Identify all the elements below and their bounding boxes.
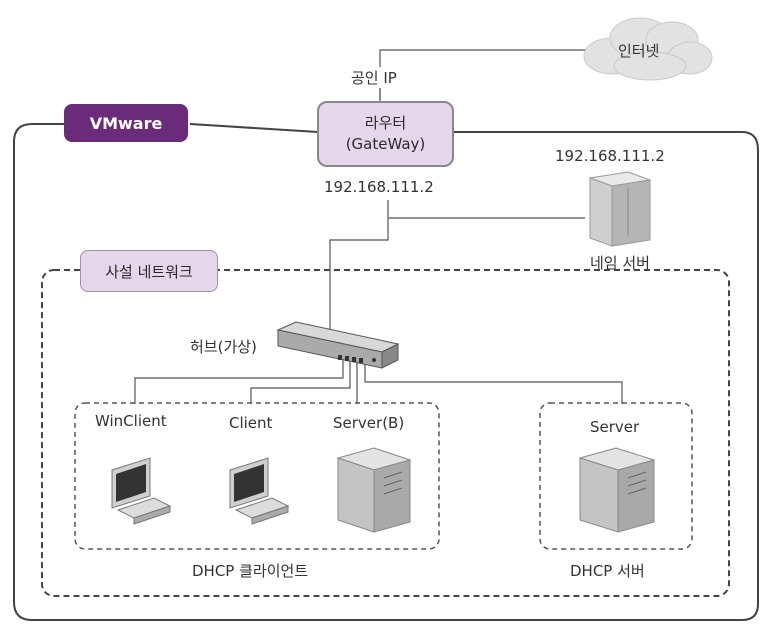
vmware-label-text: VMware [89, 113, 163, 133]
dhcp-server-group [539, 402, 693, 550]
dhcp-server-host-label: Server [590, 418, 640, 436]
private-network-label: 사설 네트워크 [80, 250, 218, 292]
private-network-boundary [41, 269, 730, 597]
client-label: Client [229, 414, 273, 432]
router-label: 라우터 [364, 114, 407, 132]
vmware-boundary [13, 123, 759, 621]
dhcp-clients-label: DHCP 클라이언트 [192, 562, 309, 580]
hub-label: 허브(가상) [190, 338, 257, 356]
winclient-label: WinClient [95, 412, 167, 430]
private-network-text: 사설 네트워크 [105, 262, 193, 281]
public-ip-label: 공인 IP [349, 67, 399, 88]
name-server-label: 네임 서버 [590, 254, 650, 272]
vmware-label: VMware [64, 104, 188, 142]
router-gateway-label: (GateWay) [345, 135, 426, 153]
dhcp-server-label: DHCP 서버 [570, 562, 645, 580]
cloud-label: 인터넷 [618, 42, 660, 60]
router-ip: 192.168.111.2 [324, 178, 434, 196]
dhcp-clients-group [74, 402, 440, 550]
name-server-ip: 192.168.111.2 [555, 147, 665, 165]
router-box: 라우터 (GateWay) [317, 101, 454, 167]
serverb-label: Server(B) [333, 414, 405, 432]
